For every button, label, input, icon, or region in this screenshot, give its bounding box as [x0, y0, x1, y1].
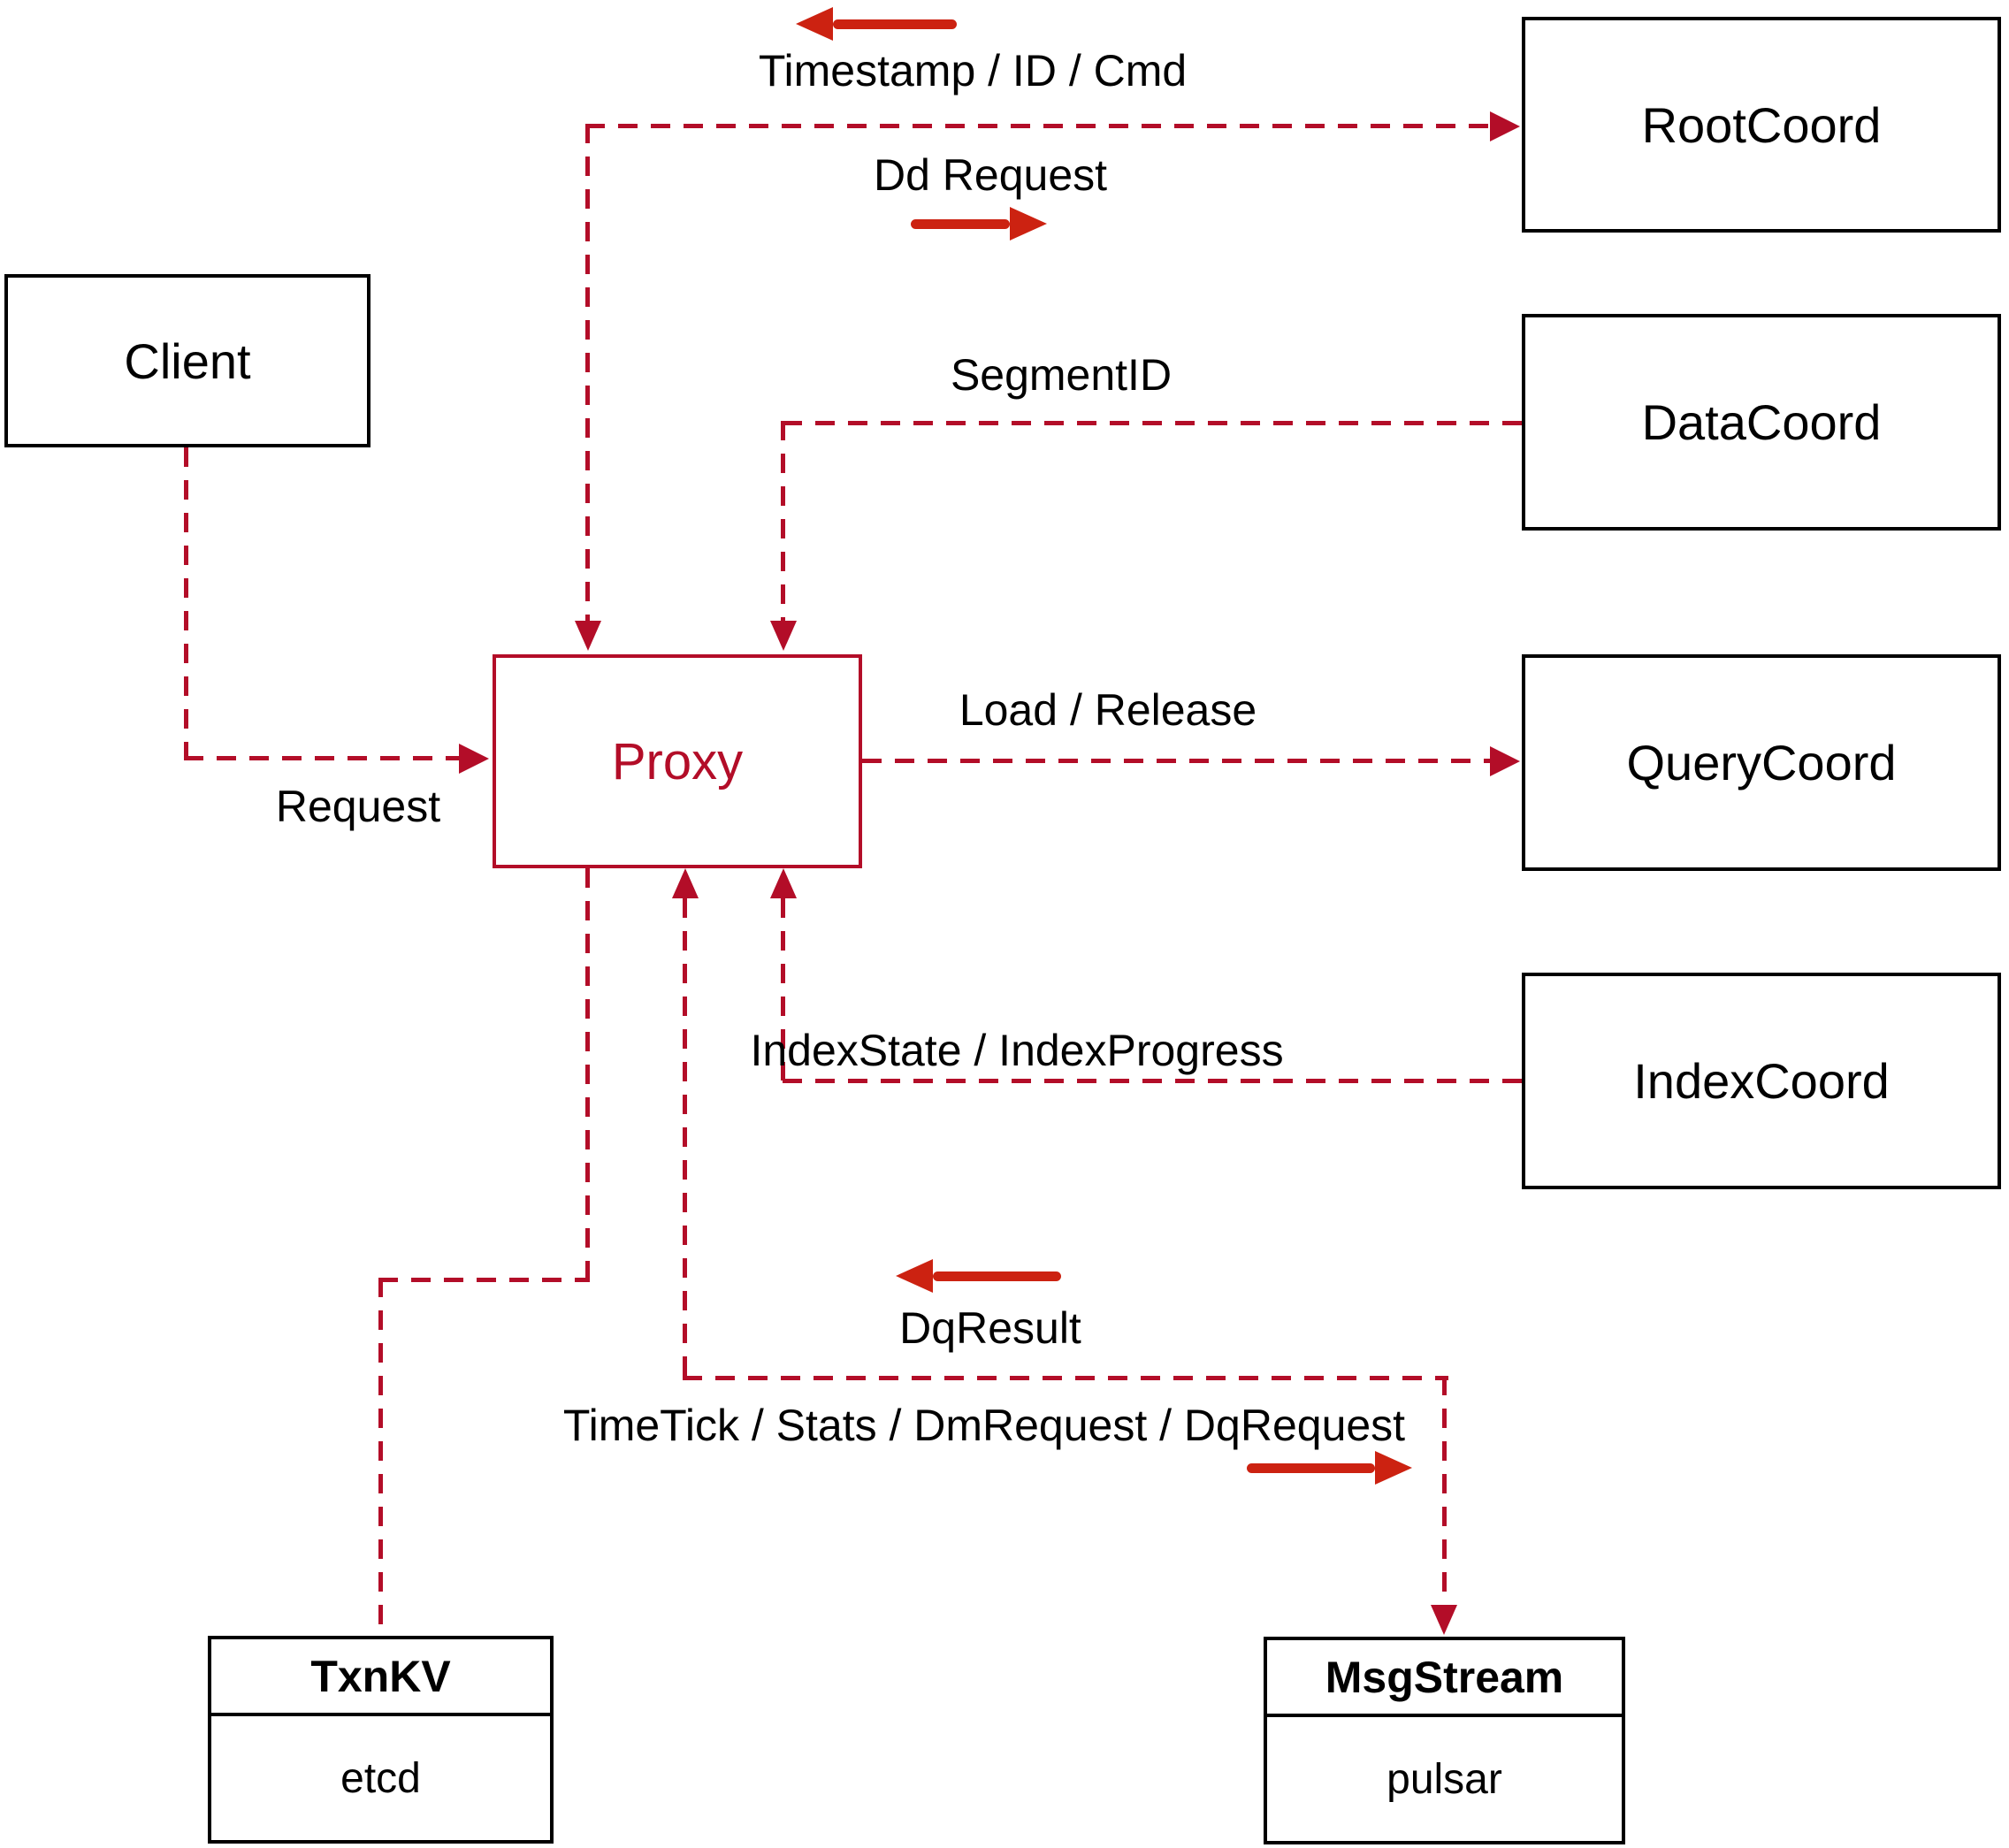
- edge-proxy-msgstream-vertical-left: [683, 898, 687, 1379]
- edge-proxy-txnkv-vertical-lower: [378, 1278, 383, 1636]
- edge-proxy-querycoord-horizontal: [862, 759, 1492, 763]
- node-indexcoord: IndexCoord: [1522, 973, 2001, 1189]
- dqresult-direction-arrow-left-icon: [896, 1259, 1061, 1293]
- edge-indexcoord-proxy-vertical: [781, 898, 785, 1081]
- edge-proxy-txnkv-horizontal: [378, 1278, 590, 1282]
- edge-label-indexstate-indexprogress: IndexState / IndexProgress: [750, 1026, 1284, 1075]
- node-indexcoord-label: IndexCoord: [1633, 1053, 1890, 1109]
- node-txnkv-subtitle: etcd: [340, 1754, 421, 1802]
- timestamp-direction-arrow-left-icon: [796, 7, 957, 41]
- edge-label-timestamp-id-cmd: Timestamp / ID / Cmd: [758, 46, 1188, 95]
- node-rootcoord-label: RootCoord: [1641, 96, 1882, 153]
- node-msgstream: MsgStream pulsar: [1264, 1637, 1625, 1844]
- arrow-right-head-icon: [1010, 207, 1047, 241]
- dd-request-direction-arrow-right-icon: [911, 207, 1047, 241]
- edge-label-request: Request: [275, 782, 441, 831]
- edge-into-msgstream-arrowhead: [1431, 1605, 1457, 1635]
- arrow-shaft: [833, 19, 957, 29]
- node-proxy-label: Proxy: [611, 732, 744, 790]
- arrow-left-head-icon: [896, 1259, 933, 1293]
- edge-label-segmentid: SegmentID: [950, 350, 1173, 400]
- arrow-shaft: [1247, 1462, 1375, 1473]
- arrow-right-head-icon: [1375, 1451, 1412, 1485]
- node-datacoord: DataCoord: [1522, 314, 2001, 531]
- edge-proxy-txnkv-vertical-upper: [585, 868, 590, 1282]
- arrow-shaft: [933, 1271, 1061, 1281]
- edge-indexcoord-proxy-horizontal: [783, 1079, 1522, 1083]
- node-client: Client: [4, 274, 370, 447]
- node-querycoord-label: QueryCoord: [1626, 735, 1897, 790]
- arrow-left-head-icon: [796, 7, 833, 41]
- edge-client-into-proxy-arrowhead: [459, 744, 489, 774]
- edge-client-proxy-horizontal: [184, 756, 460, 760]
- node-msgstream-title: MsgStream: [1267, 1640, 1622, 1717]
- edge-indexcoord-into-proxy-arrowhead: [770, 868, 797, 898]
- timetick-direction-arrow-right-icon: [1247, 1451, 1412, 1485]
- edge-proxy-rootcoord-arrowhead: [1490, 111, 1520, 141]
- edge-label-load-release: Load / Release: [959, 685, 1257, 735]
- edge-datacoord-proxy-horizontal: [783, 421, 1522, 425]
- edge-proxy-msgstream-horizontal: [683, 1376, 1448, 1380]
- edge-proxy-rootcoord-vertical: [585, 124, 590, 624]
- node-msgstream-subtitle: pulsar: [1386, 1755, 1502, 1803]
- arrow-shaft: [911, 218, 1010, 229]
- edge-label-timetick-stats-dmrequest-dqrequest: TimeTick / Stats / DmRequest / DqRequest: [562, 1401, 1406, 1450]
- edge-proxy-into-querycoord-arrowhead: [1490, 746, 1520, 776]
- edge-datacoord-proxy-vertical: [781, 421, 785, 624]
- edge-proxy-msgstream-vertical-right: [1442, 1376, 1447, 1607]
- edge-proxy-rootcoord-horizontal: [585, 124, 1494, 128]
- edge-msgstream-into-proxy-arrowhead: [672, 868, 699, 898]
- node-txnkv-title: TxnKV: [211, 1639, 550, 1716]
- edge-datacoord-into-proxy-arrowhead: [770, 621, 797, 651]
- node-client-label: Client: [124, 332, 251, 389]
- edge-label-dqresult: DqResult: [899, 1303, 1081, 1353]
- node-rootcoord: RootCoord: [1522, 17, 2001, 233]
- node-txnkv: TxnKV etcd: [208, 1636, 554, 1844]
- node-datacoord-label: DataCoord: [1641, 394, 1882, 450]
- edge-label-dd-request: Dd Request: [873, 150, 1108, 200]
- edge-rootcoord-into-proxy-arrowhead: [575, 621, 601, 651]
- edge-client-proxy-vertical: [184, 447, 188, 758]
- node-querycoord: QueryCoord: [1522, 654, 2001, 871]
- node-proxy: Proxy: [493, 654, 862, 868]
